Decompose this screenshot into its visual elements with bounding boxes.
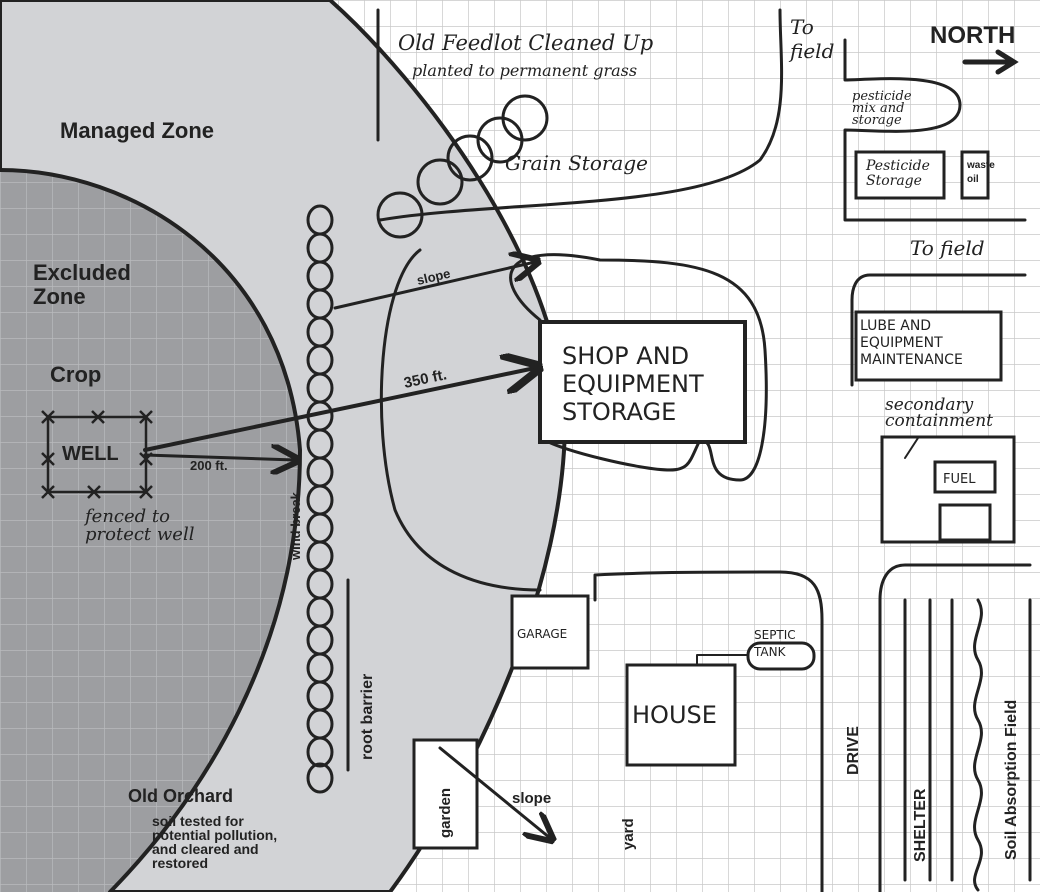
crop-label: Crop [50, 362, 101, 387]
septic-pipe [696, 654, 753, 666]
shop-building [538, 320, 747, 444]
shelterbelt-rows [903, 598, 954, 882]
fuel-pad [938, 503, 992, 542]
house-building [625, 663, 737, 767]
distance-200-arrow [143, 455, 295, 460]
managed-zone-label: Managed Zone [60, 118, 214, 143]
well-label: WELL [62, 443, 119, 465]
garage-building [510, 594, 590, 670]
soil-absorption-label: Soil Absorption Field [1003, 700, 1020, 860]
fuel-label: FUEL [943, 472, 976, 487]
north-label: NORTH [930, 22, 1015, 49]
garden-plot [412, 738, 479, 850]
fuel-tank [933, 460, 997, 494]
windbreak-trees [306, 204, 334, 794]
distance-350-arrow [143, 368, 535, 452]
pesticide-mix-pad [843, 38, 1027, 222]
old-feedlot-label: Old Feedlot Cleaned Up [398, 31, 653, 55]
yard-label: yard [620, 818, 637, 850]
windbreak-label: wind break [288, 491, 303, 561]
slope-arrow-bottom [438, 746, 550, 838]
to-field-right-label: To field [910, 236, 985, 260]
fence-posts [41, 410, 153, 499]
septic-tank [746, 641, 816, 671]
old-feedlot-sub-label: planted to permanent grass [412, 61, 637, 80]
grain-storage-label: Grain Storage [505, 151, 648, 175]
lube-area-road [850, 273, 1027, 387]
waste-oil-tank [960, 150, 990, 200]
slope-arrow-top [333, 262, 535, 310]
shelter-label: SHELTER [912, 788, 929, 862]
lube-building [854, 310, 1003, 382]
north-arrow-icon [962, 49, 1019, 75]
shop-loop-road [379, 248, 768, 592]
slope-top-label: slope [415, 266, 451, 288]
grain-storage-bins [376, 94, 549, 239]
distance-200-label: 200 ft. [190, 458, 228, 473]
old-orchard-label: Old Orchard [128, 786, 233, 806]
garage-label: GARAGE [517, 627, 567, 641]
drive-label: DRIVE [845, 726, 862, 775]
feedlot-boundary [376, 8, 784, 222]
pesticide-storage-building [854, 150, 946, 200]
house-label: HOUSE [632, 701, 717, 729]
garden-label: garden [437, 788, 454, 838]
slope-bottom-label: slope [512, 790, 551, 807]
drive-road [593, 563, 1032, 892]
root-barrier-label: root barrier [359, 674, 376, 760]
soil-absorption-wavy-line [973, 598, 983, 892]
containment-pointer [904, 437, 919, 459]
